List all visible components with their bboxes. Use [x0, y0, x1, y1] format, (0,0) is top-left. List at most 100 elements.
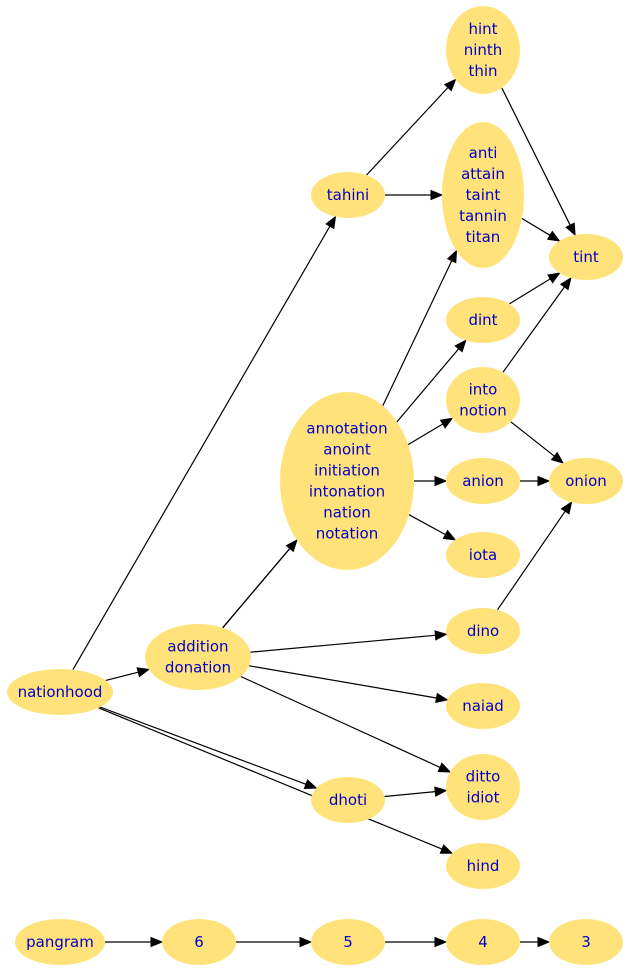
edge-line: [407, 423, 444, 446]
edge-arrowhead: [446, 249, 458, 264]
edge-arrowhead: [430, 189, 444, 201]
edge-arrowhead: [285, 539, 298, 553]
node-label-line: notion: [459, 402, 506, 420]
node-ellipse: [7, 669, 113, 715]
node-label-line: onion: [565, 472, 607, 490]
edge-n6-to-n5: [236, 936, 313, 948]
node-label-line: anoint: [323, 441, 371, 459]
node-iota: iota: [446, 532, 520, 578]
edge-addition-to-naiad: [248, 665, 449, 704]
edge-arrowhead: [565, 222, 576, 237]
node-ellipse: [446, 754, 520, 820]
edge-arrowhead: [439, 844, 454, 854]
node-ellipse: [446, 297, 520, 343]
edge-arrowhead: [546, 230, 561, 242]
node-hint: hint ninth thin: [446, 6, 520, 94]
edge-anti-to-tint: [521, 217, 561, 242]
node-n6: 6: [162, 919, 236, 965]
node-label-line: thin: [468, 62, 497, 80]
edge-line: [510, 421, 555, 457]
node-label-line: initiation: [314, 462, 380, 480]
edge-arrowhead: [537, 475, 551, 487]
edge-addition-to-ditto: [240, 675, 452, 773]
node-label-line: pangram: [26, 933, 94, 951]
node-label-line: tahini: [327, 186, 369, 204]
edge-nationhood-to-dhoti: [99, 706, 318, 790]
node-label-line: naiad: [462, 697, 504, 715]
edge-line: [521, 217, 551, 236]
edge-line: [502, 286, 565, 373]
edge-line: [105, 671, 139, 681]
edge-into-to-onion: [510, 421, 565, 464]
edge-dino-to-onion: [497, 501, 573, 611]
edge-arrowhead: [303, 779, 318, 790]
edge-arrowhead: [454, 339, 467, 353]
edges-layer: [72, 78, 576, 948]
node-annotation: annotation anoint initiation intonation nati…: [280, 392, 414, 570]
edge-line: [382, 260, 453, 407]
node-label-line: tannin: [459, 207, 507, 225]
edge-annotation-to-anion: [414, 475, 448, 487]
edge-pangram-to-n6: [105, 936, 164, 948]
node-nationhood: nationhood: [7, 669, 113, 715]
node-tint: tint: [549, 234, 623, 280]
node-label-line: ditto: [466, 768, 501, 786]
node-ellipse: [311, 919, 385, 965]
node-ellipse: [145, 624, 251, 690]
node-n4: 4: [446, 919, 520, 965]
nodes-layer: hintninththinantiattaintainttannintitant…: [7, 6, 623, 965]
node-ellipse: [549, 919, 623, 965]
edge-nationhood-to-tahini: [72, 215, 337, 671]
node-anion: anion: [446, 458, 520, 504]
node-label-line: hind: [467, 857, 500, 875]
edge-arrowhead: [550, 451, 565, 464]
edge-arrowhead: [435, 692, 449, 704]
node-label-line: hint: [468, 20, 497, 38]
node-label-line: nation: [323, 504, 370, 522]
edge-annotation-to-into: [407, 417, 454, 446]
node-ellipse: [446, 532, 520, 578]
node-label-line: donation: [165, 659, 231, 677]
node-label-line: tint: [573, 248, 599, 266]
edge-arrowhead: [560, 501, 573, 515]
edge-hint-to-tint: [501, 87, 576, 237]
edge-line: [222, 548, 291, 629]
edge-tahini-to-hint: [366, 78, 457, 176]
edge-line: [98, 707, 443, 850]
node-ellipse: [446, 843, 520, 889]
node-tahini: tahini: [311, 172, 385, 218]
node-n3: 3: [549, 919, 623, 965]
edge-line: [509, 278, 551, 305]
node-label-line: intonation: [309, 483, 385, 501]
node-label-line: 3: [581, 933, 591, 951]
edge-line: [497, 510, 566, 611]
node-ellipse: [446, 367, 520, 433]
node-ellipse: [311, 172, 385, 218]
node-label-line: ninth: [464, 41, 503, 59]
node-label-line: dint: [468, 311, 497, 329]
node-ellipse: [549, 234, 623, 280]
edge-line: [72, 225, 331, 671]
node-ellipse: [280, 392, 414, 570]
node-ellipse: [446, 919, 520, 965]
edge-line: [99, 706, 307, 785]
edge-arrowhead: [439, 417, 454, 429]
node-label-line: nationhood: [18, 683, 103, 701]
edge-arrowhead: [136, 667, 151, 678]
node-label-line: annotation: [306, 420, 387, 438]
edge-dhoti-to-ditto: [384, 786, 448, 798]
node-ellipse: [442, 122, 524, 268]
edge-arrowhead: [325, 215, 337, 230]
node-label-line: dhoti: [329, 791, 367, 809]
edge-arrowhead: [434, 475, 448, 487]
edge-arrowhead: [150, 936, 164, 948]
node-pangram: pangram: [15, 919, 105, 965]
edge-arrowhead: [437, 762, 452, 773]
edge-arrowhead: [442, 529, 457, 541]
edge-dint-to-tint: [509, 272, 561, 305]
node-label-line: idiot: [467, 789, 500, 807]
node-dhoti: dhoti: [311, 777, 385, 823]
